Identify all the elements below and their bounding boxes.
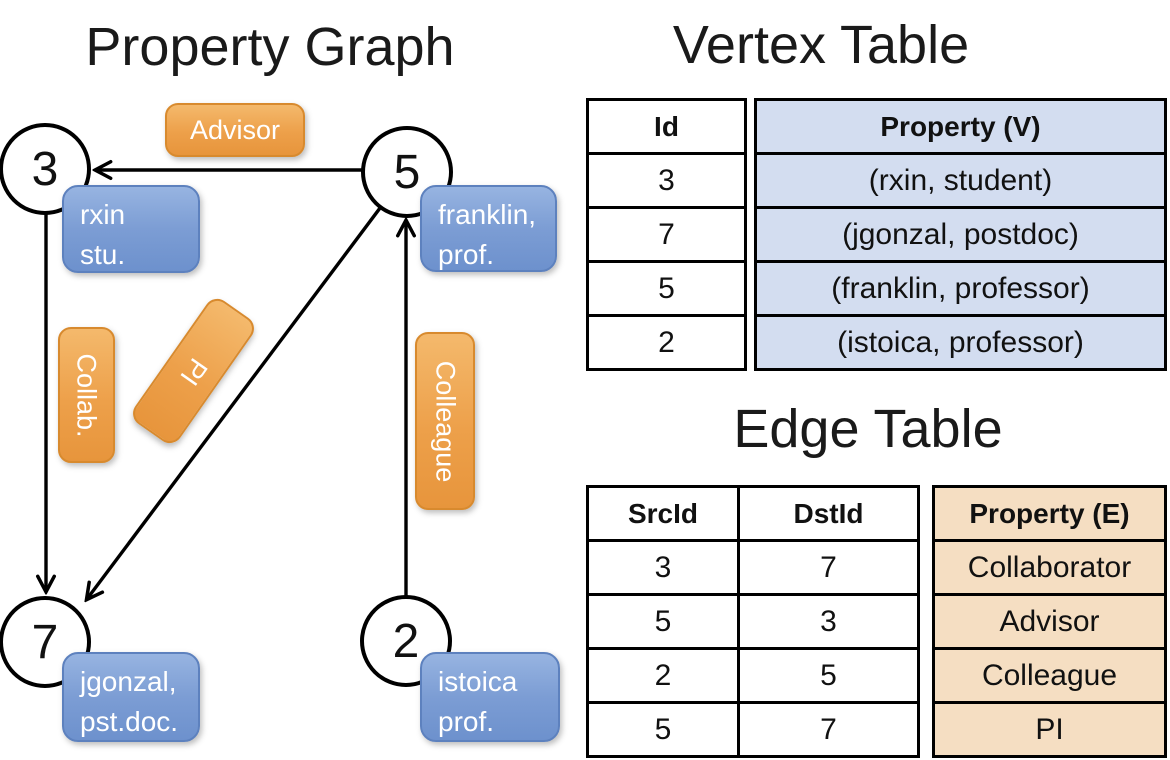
edge-table-header-property: Property (E)	[969, 497, 1130, 529]
edge-table-cell-src: 5	[589, 704, 740, 755]
vertex-table-cell-id: 7	[658, 217, 675, 251]
vertex-prop-box-2: istoica prof.	[420, 652, 560, 742]
vertex-table-id-column: Id 3 7 5 2	[586, 98, 747, 371]
edge-table-cell-dst: 7	[820, 550, 837, 584]
vertex-table-header-id: Id	[654, 110, 679, 142]
vertex-table-cell-property: (istoica, professor)	[837, 325, 1084, 359]
vertex-table-title: Vertex Table	[672, 15, 970, 75]
edge-table-cell-property: Collaborator	[967, 550, 1132, 584]
vertex-table-cell-id: 5	[658, 271, 675, 305]
edge-label-advisor-text: Advisor	[189, 114, 281, 145]
vertex-prop-2-line2: prof.	[438, 705, 495, 737]
vertex-table-cell-property: (franklin, professor)	[831, 271, 1090, 305]
vertex-node-5: 5	[361, 126, 453, 218]
edge-table-property-column: Property (E) Collaborator Advisor Collea…	[932, 485, 1167, 758]
vertex-table-property-column: Property (V) (rxin, student) (jgonzal, p…	[754, 98, 1167, 371]
vertex-prop-7-line1: jgonzal,	[80, 666, 177, 697]
edge-label-pi-text: PI	[174, 352, 214, 391]
edge-label-colleague: Colleague	[415, 332, 475, 510]
edge-table-cell-property: PI	[1035, 712, 1064, 746]
edge-table-cell-dst: 3	[820, 604, 837, 638]
vertex-prop-7-line2: pst.doc.	[80, 705, 179, 737]
vertex-prop-box-3: rxin stu.	[62, 185, 200, 273]
edge-table-header-srcid: SrcId	[589, 488, 740, 539]
edge-table-cell-property: Advisor	[999, 604, 1100, 638]
vertex-prop-2-line1: istoica	[438, 666, 518, 697]
vertex-prop-5-line1: franklin,	[438, 199, 537, 230]
edge-label-collab: Collab.	[58, 327, 115, 463]
edge-pi-5-to-7	[87, 170, 409, 599]
vertex-table-cell-id: 2	[658, 325, 675, 359]
vertex-node-7-id: 7	[31, 615, 59, 669]
edge-table-header-dstid: DstId	[793, 497, 864, 529]
vertex-node-2: 2	[360, 595, 452, 687]
vertex-prop-5-line2: prof.	[438, 238, 495, 270]
graph-edges-layer	[0, 0, 570, 630]
edge-table-title: Edge Table	[733, 399, 1003, 459]
edge-label-advisor: Advisor	[165, 103, 305, 157]
vertex-prop-3-line1: rxin	[80, 199, 126, 230]
edge-table-id-columns: SrcId DstId 3 7 5 3 2 5 5 7	[586, 485, 920, 758]
edge-label-colleague-text: Colleague	[430, 360, 461, 482]
vertex-table-cell-property: (rxin, student)	[868, 163, 1053, 197]
vertex-prop-3-line2: stu.	[80, 238, 126, 270]
edge-table-cell-src: 5	[589, 596, 740, 647]
property-graph-title: Property Graph	[85, 17, 455, 77]
edge-table-cell-src: 2	[589, 650, 740, 701]
edge-table-cell-dst: 7	[820, 712, 837, 746]
vertex-prop-box-7: jgonzal, pst.doc.	[62, 652, 200, 742]
vertex-node-3-id: 3	[31, 142, 59, 196]
vertex-table-cell-property: (jgonzal, postdoc)	[842, 217, 1079, 251]
vertex-node-2-id: 2	[392, 614, 420, 668]
vertex-node-5-id: 5	[393, 145, 421, 199]
vertex-table-header-property: Property (V)	[880, 110, 1041, 142]
edge-table-cell-dst: 5	[820, 658, 837, 692]
vertex-prop-box-5: franklin, prof.	[420, 185, 557, 272]
edge-table-cell-src: 3	[589, 542, 740, 593]
edge-table-cell-property: Colleague	[981, 658, 1118, 692]
vertex-table-cell-id: 3	[658, 163, 675, 197]
edge-label-collab-text: Collab.	[72, 352, 103, 438]
